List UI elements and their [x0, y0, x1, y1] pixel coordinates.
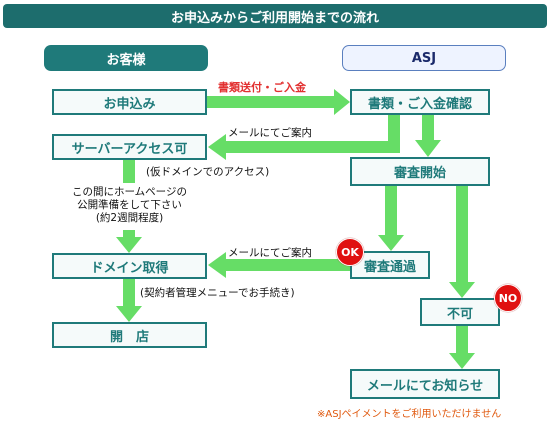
label-send-docs: 書類送付・ご入金	[218, 81, 306, 94]
label-mail-guide-2: メールにてご案内	[228, 247, 312, 259]
arrow-confirm-to-server	[208, 115, 400, 160]
arrow-server-to-domain-b	[116, 230, 142, 253]
label-mail-guide-1: メールにてご案内	[228, 127, 312, 139]
prepare-line-1: この間にホームページの	[72, 186, 187, 198]
step-server-access: サーバーアクセス可	[52, 134, 207, 160]
footnote: ※ASJペイメントをご利用いただけません	[317, 409, 502, 420]
arrow-review-to-passed	[378, 186, 404, 251]
arrow-server-to-domain	[123, 160, 135, 183]
label-prepare-note: この間にホームページの 公開準備をして下さい (約2週間程度)	[52, 186, 207, 225]
step-notify: メールにてお知らせ	[350, 369, 500, 399]
step-confirm: 書類・ご入金確認	[350, 89, 490, 115]
arrow-passed-to-domain	[208, 252, 350, 278]
prepare-line-3: (約2週間程度)	[95, 212, 164, 224]
step-open: 開 店	[52, 322, 207, 348]
step-apply: お申込み	[52, 89, 207, 115]
arrow-confirm-to-review	[415, 115, 441, 157]
step-domain: ドメイン取得	[52, 253, 207, 279]
ok-badge: OK	[336, 238, 364, 266]
column-header-asj: ASJ	[342, 45, 506, 71]
arrow-rejected-to-notify	[449, 326, 475, 369]
no-badge: NO	[494, 284, 522, 312]
column-header-customer: お客様	[44, 45, 208, 71]
prepare-line-2: 公開準備をして下さい	[77, 199, 182, 211]
arrow-review-to-rejected	[449, 186, 475, 298]
step-rejected: 不可	[420, 298, 500, 326]
arrow-apply-to-confirm	[207, 89, 350, 115]
arrow-domain-to-open	[116, 279, 142, 322]
label-temp-domain: (仮ドメインでのアクセス)	[146, 166, 270, 178]
label-contract-menu: (契約者管理メニューでお手続き)	[140, 287, 295, 299]
page-title: お申込みからご利用開始までの流れ	[3, 4, 547, 28]
step-review: 審査開始	[350, 157, 490, 186]
